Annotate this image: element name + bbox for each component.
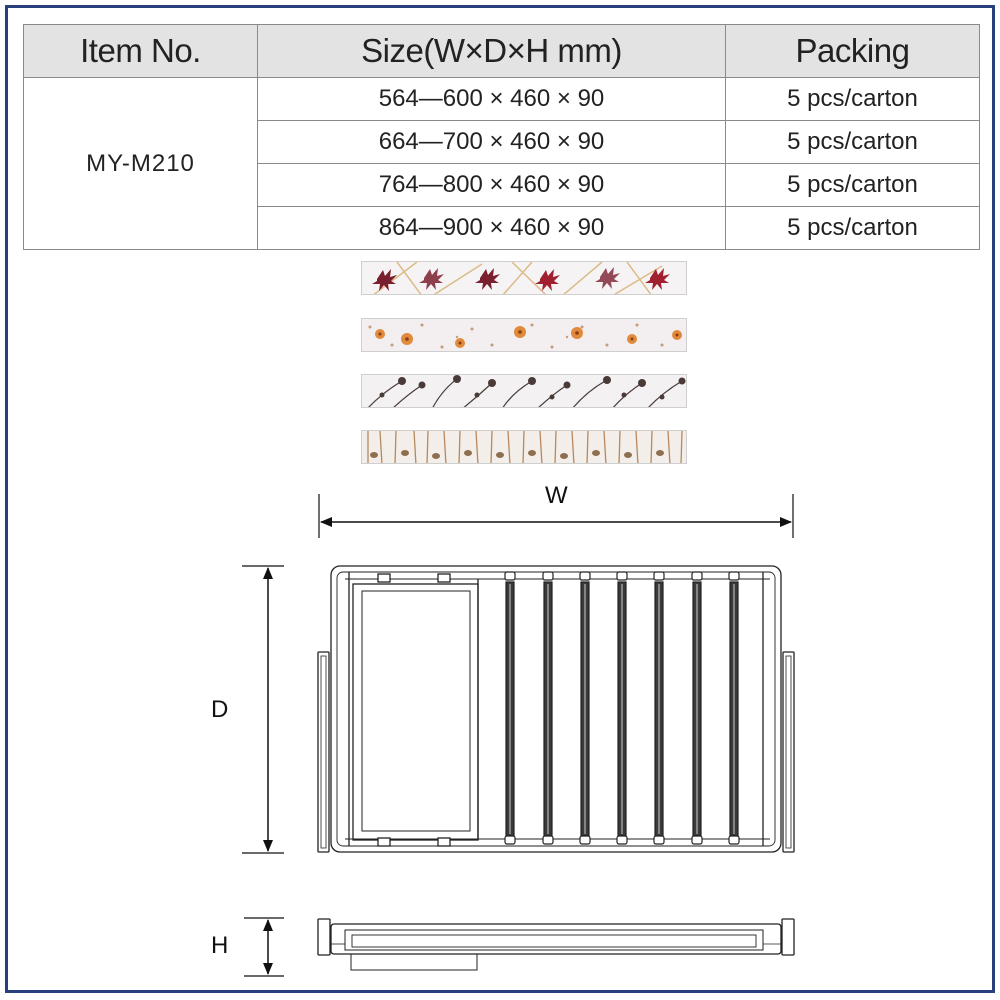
width-label: W	[545, 482, 568, 509]
table-row: 664—700 × 460 × 90 5 pcs/carton	[24, 120, 980, 164]
dried-flowers-pattern	[368, 375, 686, 407]
packing-cell: 5 pcs/carton	[725, 163, 980, 207]
page-border	[5, 5, 995, 993]
spec-table: Item No. Size(W×D×H mm) Packing MY-M210 …	[23, 24, 980, 250]
finish-swatch-maple-leaf	[361, 261, 687, 295]
item-number-cell: MY-M210	[23, 77, 258, 250]
finish-swatch-grass-stems	[361, 430, 687, 464]
packing-cell: 5 pcs/carton	[725, 120, 980, 164]
height-dimension	[244, 917, 284, 977]
basket-bars	[504, 571, 740, 845]
packing-cell: 5 pcs/carton	[725, 206, 980, 250]
finish-swatch-orange-blossom	[361, 318, 687, 352]
depth-dimension	[242, 565, 284, 854]
table-row: 864—900 × 460 × 90 5 pcs/carton	[24, 206, 980, 250]
header-size: Size(W×D×H mm)	[257, 24, 726, 78]
depth-label: D	[211, 696, 229, 723]
grass-stems-pattern	[367, 431, 683, 463]
size-cell: 764—800 × 460 × 90	[257, 163, 726, 207]
finish-swatch-dried-flowers	[361, 374, 687, 408]
size-cell: 564—600 × 460 × 90	[257, 77, 726, 121]
table-header-row: Item No. Size(W×D×H mm) Packing	[23, 24, 980, 78]
basket-top-view	[317, 565, 795, 853]
size-cell: 864—900 × 460 × 90	[257, 206, 726, 250]
size-cell: 664—700 × 460 × 90	[257, 120, 726, 164]
height-label: H	[211, 932, 229, 959]
orange-blossom-pattern	[368, 323, 682, 349]
width-dimension	[318, 494, 794, 538]
table-row: 764—800 × 460 × 90 5 pcs/carton	[24, 163, 980, 207]
header-packing: Packing	[725, 24, 980, 78]
basket-side-view	[317, 918, 795, 971]
packing-cell: 5 pcs/carton	[725, 77, 980, 121]
maple-leaf-pattern	[372, 262, 670, 294]
table-row: MY-M210 564—600 × 460 × 90 5 pcs/carton	[23, 77, 980, 250]
